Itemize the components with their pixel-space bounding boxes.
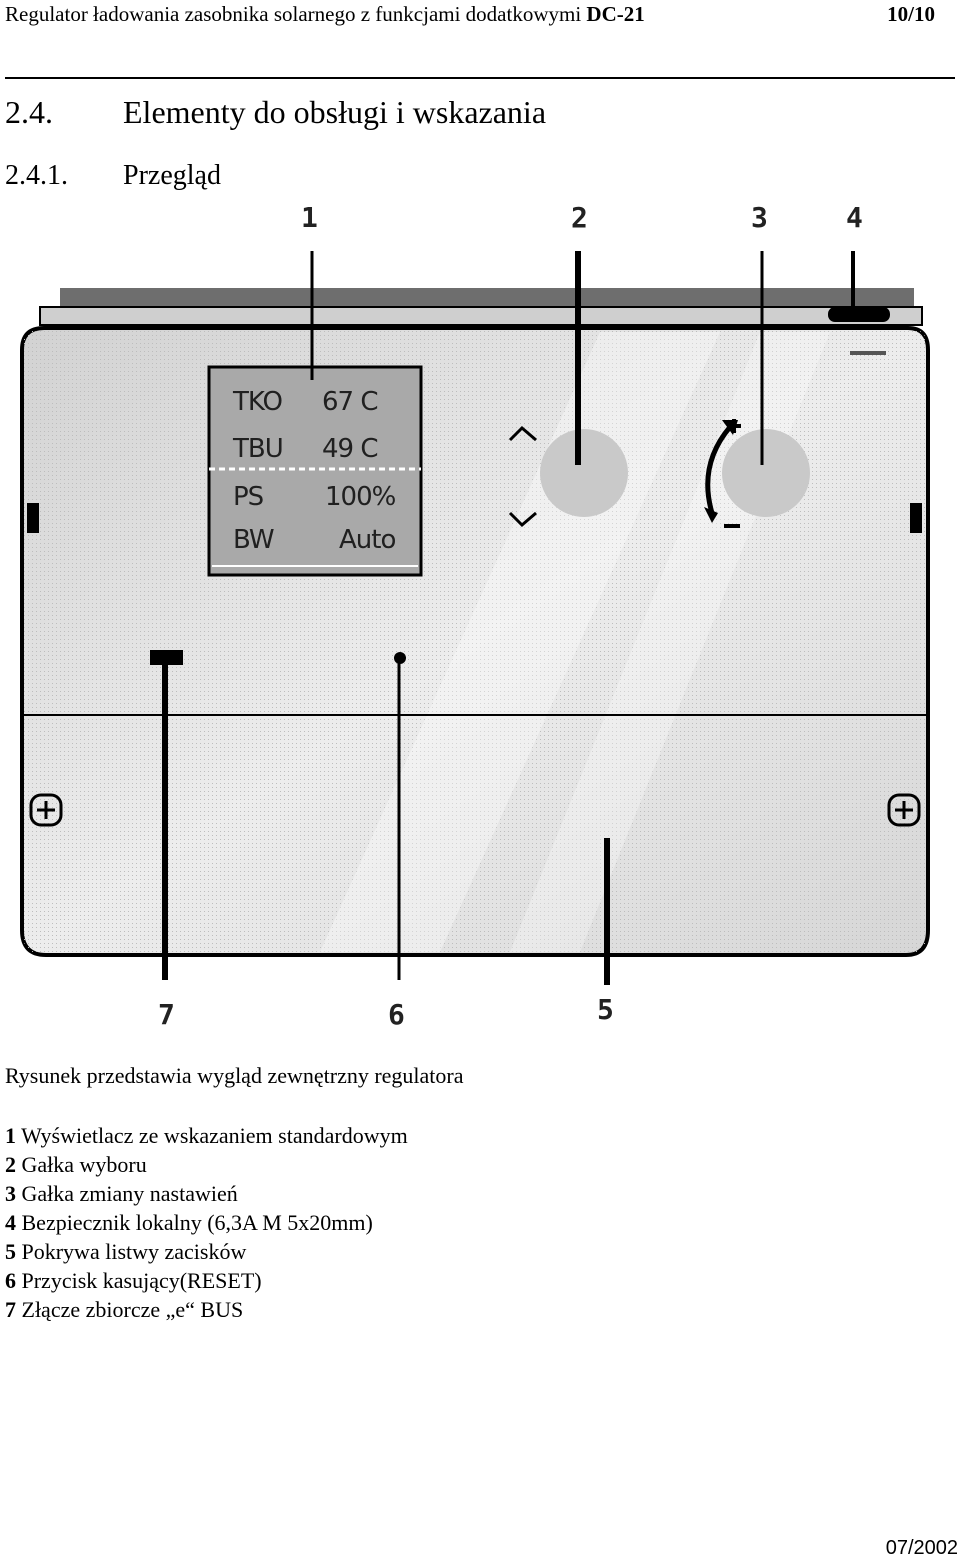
fuse-holder[interactable]	[828, 307, 890, 322]
chevron-down-icon	[508, 511, 537, 528]
subsection-number: 2.4.1.	[5, 160, 68, 191]
ebus-connector	[150, 650, 183, 665]
lcd-label-bw: BW	[233, 525, 275, 555]
minus-sign-icon	[724, 524, 740, 528]
housing-rim	[39, 306, 923, 326]
legend-item: 6 Przycisk kasujący(RESET)	[5, 1268, 262, 1293]
legend-item: 1 Wyświetlacz ze wskazaniem standardowym	[5, 1123, 408, 1148]
callout-3: 3	[751, 201, 768, 234]
fuse-mark	[850, 351, 886, 355]
callout-7: 7	[158, 998, 175, 1031]
controller-figure: 1 2 3 4 5 6 7 TKO 67 C TBU 49 C PS 100% …	[0, 195, 960, 1035]
model-name: DC-21	[586, 2, 645, 26]
arrow-head-down-icon	[704, 507, 718, 523]
right-screw-icon	[887, 793, 921, 827]
selection-knob[interactable]	[540, 429, 628, 517]
figure-caption: Rysunek przedstawia wygląd zewnętrzny re…	[5, 1063, 464, 1088]
callout-6: 6	[388, 998, 405, 1031]
legend-item: 7 Złącze zbiorcze „e“ BUS	[5, 1297, 244, 1322]
lcd-value-ps: 100%	[325, 482, 396, 512]
legend-item: 4 Bezpiecznik lokalny (6,3A M 5x20mm)	[5, 1210, 373, 1235]
lcd-value-tko: 67 C	[322, 387, 379, 417]
lcd-label-ps: PS	[233, 482, 264, 512]
section-heading: 2.4. Elementy do obsługi i wskazania	[5, 94, 546, 131]
lcd-display	[207, 365, 423, 577]
page-number: 10/10	[887, 2, 935, 26]
page-header: Regulator ładowania zasobnika solarnego …	[5, 0, 955, 28]
left-screw-icon	[29, 793, 63, 827]
section-number: 2.4.	[5, 94, 53, 130]
callout-2: 2	[571, 201, 588, 234]
rotate-arrow-icon	[705, 425, 732, 514]
section-title: Elementy do obsługi i wskazania	[123, 94, 547, 130]
setting-knob[interactable]	[722, 429, 810, 517]
callout-5: 5	[597, 993, 614, 1026]
legend-item: 2 Gałka wyboru	[5, 1152, 147, 1177]
lcd-value-tbu: 49 C	[322, 434, 379, 464]
plus-sign-icon	[732, 419, 736, 433]
left-side-clip	[27, 503, 39, 533]
callout-4: 4	[846, 201, 863, 234]
legend-item: 3 Gałka zmiany nastawień	[5, 1181, 238, 1206]
callout-1: 1	[301, 201, 318, 234]
right-side-clip	[910, 503, 922, 533]
footer-date: 07/2002	[885, 1537, 958, 1559]
lcd-label-tko: TKO	[233, 387, 283, 417]
component-legend: 1 Wyświetlacz ze wskazaniem standardowym…	[5, 1121, 408, 1324]
document-title: Regulator ładowania zasobnika solarnego …	[5, 2, 645, 26]
reset-button[interactable]	[394, 652, 406, 664]
header-rule	[5, 77, 955, 79]
lcd-label-tbu: TBU	[233, 434, 284, 464]
controller-illustration	[20, 251, 930, 985]
subsection-heading: 2.4.1. Przegląd	[5, 160, 221, 192]
legend-item: 5 Pokrywa listwy zacisków	[5, 1239, 247, 1264]
lcd-value-bw: Auto	[339, 525, 396, 555]
subsection-title: Przegląd	[123, 160, 221, 191]
chevron-up-icon	[508, 425, 537, 442]
